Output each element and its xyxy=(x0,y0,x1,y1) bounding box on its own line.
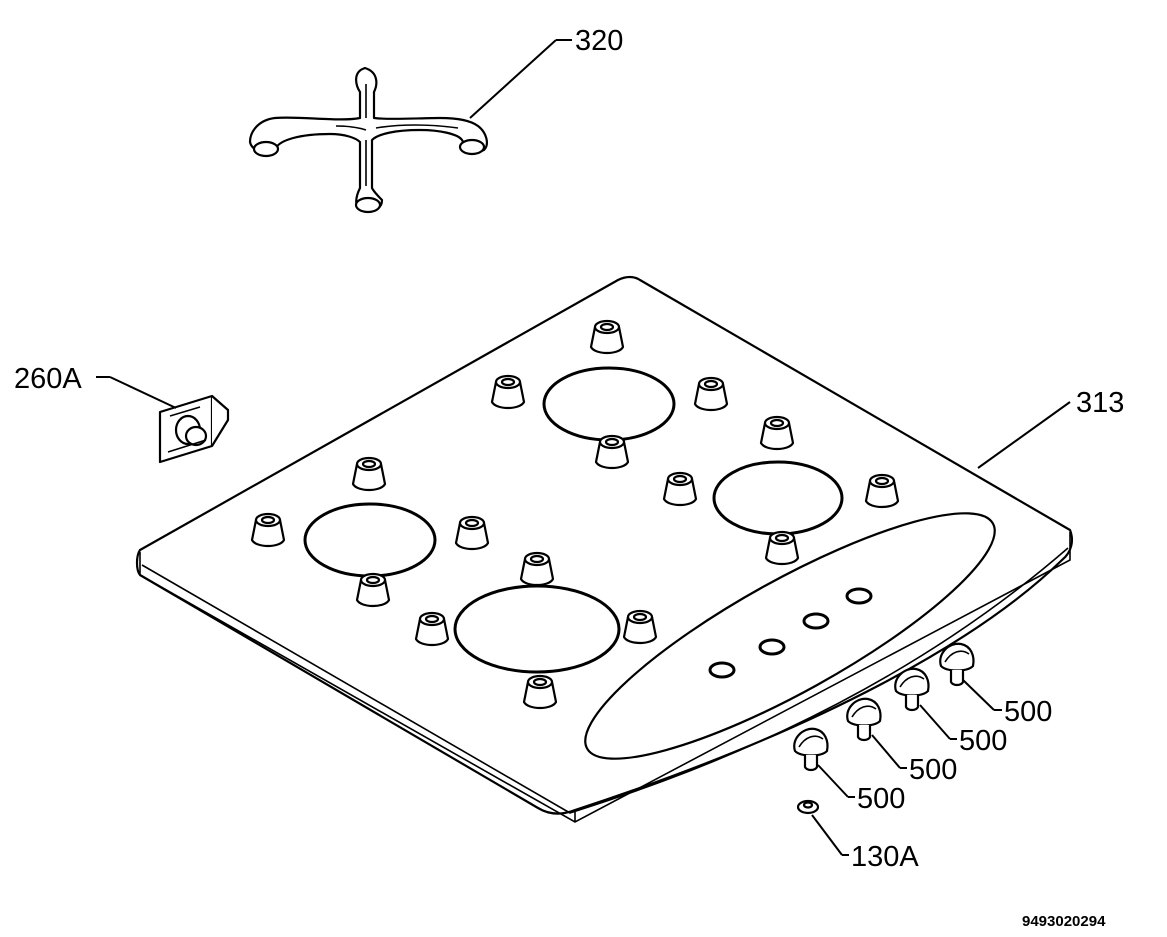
support-studs xyxy=(250,319,900,710)
pan-support-part xyxy=(248,66,488,214)
control-knob xyxy=(939,642,975,687)
support-stud xyxy=(622,609,658,645)
label-500-4: 500 xyxy=(857,783,905,815)
support-stud xyxy=(662,471,698,507)
knob-hole-4 xyxy=(845,587,873,605)
label-260a: 260A xyxy=(14,363,82,395)
leader-line-320 xyxy=(469,39,557,119)
support-stud xyxy=(250,512,286,548)
support-stud xyxy=(490,374,526,410)
leader-line-130a xyxy=(811,814,843,856)
support-stud xyxy=(414,611,450,647)
leader-line-500-4 xyxy=(817,764,849,798)
leader-line-260a-angled xyxy=(109,376,177,409)
knob-hole-3 xyxy=(802,612,830,630)
bracket-part xyxy=(158,394,230,464)
burner-opening-right xyxy=(712,460,844,536)
knob-hole-2 xyxy=(758,638,786,656)
label-130a: 130A xyxy=(851,841,919,873)
control-knob xyxy=(846,697,882,742)
support-stud xyxy=(764,530,800,566)
control-knob xyxy=(793,727,829,772)
control-knob xyxy=(894,667,930,712)
support-stud xyxy=(759,415,795,451)
leader-line-313 xyxy=(977,401,1071,469)
support-stud xyxy=(864,473,900,509)
burner-opening-left xyxy=(303,502,437,578)
support-stud xyxy=(355,572,391,608)
label-500-1: 500 xyxy=(1004,696,1052,728)
label-500-3: 500 xyxy=(909,754,957,786)
leader-line-500-2 xyxy=(919,704,951,740)
leader-line-500-3 xyxy=(871,734,901,769)
support-stud xyxy=(519,551,555,587)
support-stud xyxy=(454,515,490,551)
support-stud xyxy=(351,456,387,492)
control-knobs xyxy=(793,642,975,772)
knob-hole-1 xyxy=(708,661,736,679)
label-500-2: 500 xyxy=(959,725,1007,757)
burner-opening-rear xyxy=(542,366,676,442)
support-stud xyxy=(693,376,729,412)
control-panel-recess xyxy=(584,512,996,760)
washer-part xyxy=(796,799,820,815)
label-320: 320 xyxy=(575,25,623,57)
leader-line-500-1 xyxy=(962,679,995,711)
burner-opening-front xyxy=(453,584,621,674)
support-stud xyxy=(594,434,630,470)
hob-top-plate xyxy=(135,275,1073,823)
label-313: 313 xyxy=(1076,387,1124,419)
drawing-code: 9493020294 xyxy=(1022,913,1106,930)
support-stud xyxy=(589,319,625,355)
support-stud xyxy=(522,674,558,710)
